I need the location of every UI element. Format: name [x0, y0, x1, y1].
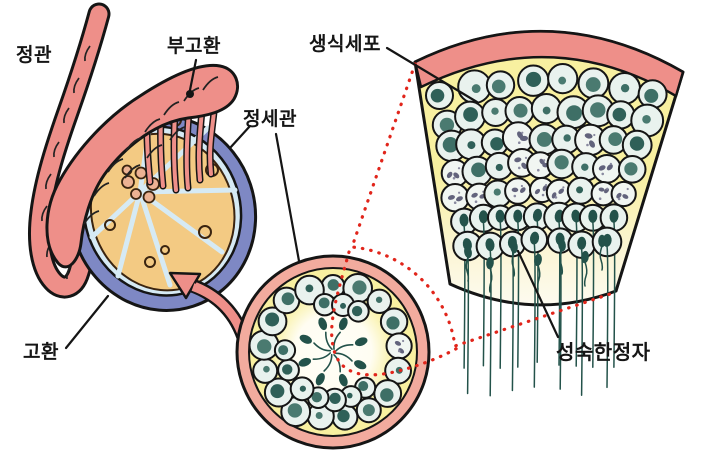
magnified-wedge-drawing: [413, 29, 685, 397]
label-mature-sperm: 성숙한정자: [556, 340, 651, 364]
epididymis-pointer-dot: [186, 90, 194, 98]
label-testis: 고환: [23, 341, 59, 363]
label-germ-cells: 생식세포: [309, 33, 381, 55]
mature-sperm-pointer: [516, 249, 560, 339]
magnification-dotted-lines: [330, 62, 615, 377]
epididymis-pointer: [188, 58, 198, 92]
label-epididymis: 부고환: [167, 35, 221, 57]
tubule-pointer-a: [228, 124, 252, 150]
basement-membrane-band: [413, 30, 685, 98]
tubule-pointer-b: [274, 132, 301, 263]
germ-cell-pointer: [385, 46, 479, 104]
label-pointer-lines: [64, 46, 560, 350]
label-seminiferous-tubule: 정세관: [243, 108, 297, 130]
tubule-cross-section-drawing: [235, 254, 431, 450]
label-vas-deferens: 정관: [16, 44, 52, 66]
mature-sperm-drawing: [464, 234, 606, 293]
testis-pointer: [64, 294, 110, 350]
epididymis-drawing: [45, 63, 239, 269]
